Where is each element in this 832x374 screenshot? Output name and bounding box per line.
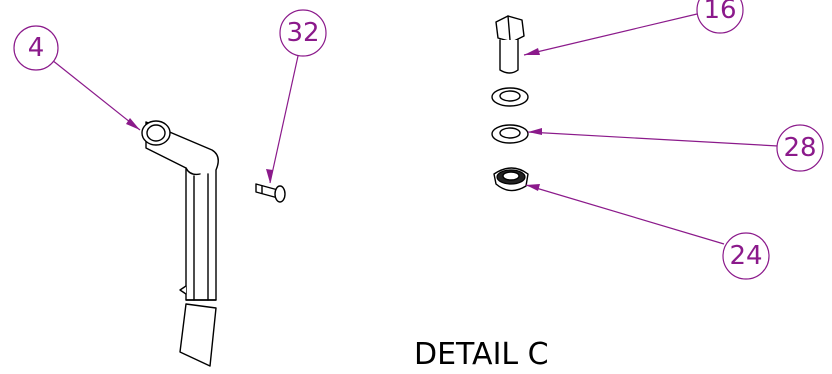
leader-28	[527, 131, 779, 147]
balloon-32: 32	[279, 9, 327, 57]
balloon-4-label: 4	[28, 33, 45, 63]
balloon-4: 4	[13, 25, 59, 71]
upper-washer-part	[491, 87, 529, 107]
detail-caption: DETAIL C	[414, 337, 549, 372]
pin-part	[255, 183, 286, 203]
balloon-16: 16	[696, 0, 744, 34]
bent-tube-part	[141, 120, 219, 367]
balloon-24-label: 24	[729, 241, 762, 271]
washer-part	[491, 124, 529, 144]
leader-16	[523, 13, 698, 56]
hex-bolt-part	[495, 15, 525, 74]
leader-4	[51, 59, 141, 131]
lock-nut-part	[493, 167, 529, 192]
leader-32	[269, 55, 299, 184]
leader-24	[525, 184, 725, 245]
balloon-16-label: 16	[703, 0, 736, 25]
balloon-28: 28	[776, 124, 824, 172]
balloon-28-label: 28	[783, 133, 816, 163]
balloon-24: 24	[722, 232, 770, 280]
balloon-32-label: 32	[286, 18, 319, 48]
